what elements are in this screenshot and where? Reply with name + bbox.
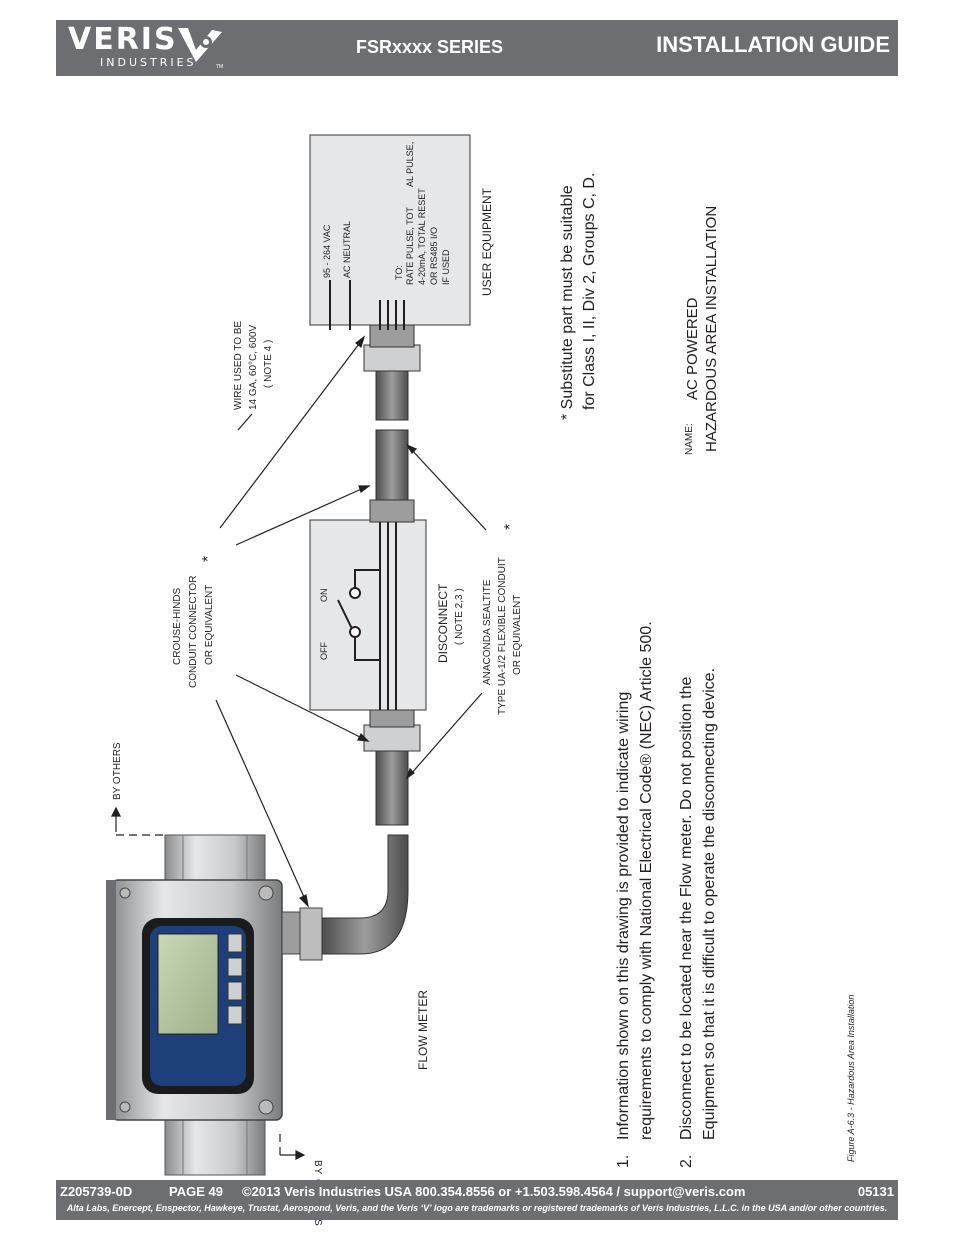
svg-text:BY OTHERS: BY OTHERS [112, 742, 123, 800]
wire-label: WIRE USED TO BE 14 GA, 60°C, 600V ( NOTE… [233, 321, 274, 410]
svg-text:for Class I, II, Div 2, Groups: for Class I, II, Div 2, Groups C, D. [581, 173, 598, 410]
svg-text:ANACONDA SEALTITE: ANACONDA SEALTITE [482, 579, 493, 685]
svg-text:Disconnect to be located near: Disconnect to be located near the Flow m… [678, 677, 695, 1140]
note-1: 1. Information shown on this drawing is … [615, 621, 655, 1168]
svg-text:OR EQUIVALENT: OR EQUIVALENT [512, 595, 523, 675]
svg-text:TO:: TO: [394, 265, 404, 280]
flow-meter [106, 879, 283, 1121]
svg-text:95 - 264 VAC: 95 - 264 VAC [322, 224, 332, 278]
page-title: INSTALLATION GUIDE [656, 32, 890, 57]
svg-text:( NOTE 4 ): ( NOTE 4 ) [263, 340, 274, 388]
svg-text:requirements to comply with Na: requirements to comply with National Ele… [638, 621, 655, 1140]
svg-text:TYPE UA-1/2 FLEXIBLE CONDUIT: TYPE UA-1/2 FLEXIBLE CONDUIT [497, 557, 508, 715]
svg-text:( NOTE 2,3 ): ( NOTE 2,3 ) [454, 588, 465, 645]
svg-text:AL PULSE,: AL PULSE, [405, 142, 415, 187]
veris-v-logo-icon [178, 28, 222, 62]
substitute-note: * Substitute part must be suitable for C… [559, 173, 598, 420]
svg-text:HAZARDOUS AREA INSTALLATION: HAZARDOUS AREA INSTALLATION [703, 206, 720, 452]
user-equipment-box [309, 134, 471, 330]
user-equipment-label: USER EQUIPMENT [480, 187, 494, 296]
svg-text:AC POWERED: AC POWERED [684, 297, 701, 400]
logo-text: VERIS [68, 22, 178, 57]
copyright-text: ©2013 Veris Industries USA 800.354.8556 … [242, 1184, 746, 1199]
header-bar: VERIS INDUSTRIES TM FSRxxxx SERIES INSTA… [56, 20, 898, 76]
svg-text:2.: 2. [678, 1155, 695, 1168]
anaconda-label: ANACONDA SEALTITE TYPE UA-1/2 FLEXIBLE C… [482, 557, 523, 715]
page-number: PAGE 49 [169, 1184, 223, 1199]
user-equipment-terminals: 95 - 264 VAC AC NEUTRAL TO: RATE PULSE, … [322, 142, 451, 285]
svg-text:OR EQUIVALENT: OR EQUIVALENT [204, 585, 215, 665]
svg-text:NAME:: NAME: [684, 423, 695, 455]
leader-lines [111, 335, 487, 1160]
doc-code: 05131 [857, 1184, 894, 1199]
drawing-name: NAME: AC POWERED HAZARDOUS AREA INSTALLA… [684, 206, 720, 455]
figure-caption: Figure A-6.3 - Hazardous Area Installati… [846, 995, 856, 1162]
svg-text:WIRE USED TO BE: WIRE USED TO BE [233, 321, 244, 410]
svg-text:CROUSE-HINDS: CROUSE-HINDS [172, 587, 183, 665]
on-label: ON [319, 589, 329, 603]
svg-text:* Substitute part must be suit: * Substitute part must be suitable [559, 185, 576, 420]
logo-tm: TM [216, 64, 224, 70]
svg-text:Equipment so that it is diffic: Equipment so that it is difficult to ope… [701, 668, 718, 1140]
by-others-top-label: BY OTHERS [112, 742, 123, 800]
conduit-elbow [281, 704, 421, 961]
trademark-text: Alta Labs, Enercept, Enspector, Hawkeye,… [66, 1203, 888, 1213]
asterisk-crouse: * [200, 556, 217, 562]
svg-text:AC NEUTRAL: AC NEUTRAL [342, 221, 352, 278]
off-label: OFF [319, 642, 329, 660]
series-title: FSRxxxx SERIES [356, 37, 504, 57]
svg-text:CONDUIT CONNECTOR: CONDUIT CONNECTOR [188, 576, 199, 688]
svg-text:1.: 1. [615, 1155, 632, 1168]
logo-subtext: INDUSTRIES [100, 56, 197, 69]
svg-text:RATE PULSE, TOT: RATE PULSE, TOT [405, 206, 415, 285]
svg-text:OR RS485 I/O: OR RS485 I/O [429, 227, 439, 285]
svg-text:Information shown on this draw: Information shown on this drawing is pro… [615, 692, 632, 1140]
svg-text:DISCONNECT: DISCONNECT [436, 583, 450, 663]
asterisk-anaconda: * [502, 524, 519, 530]
svg-text:14 GA, 60°C, 600V: 14 GA, 60°C, 600V [248, 325, 259, 410]
svg-text:IF USED: IF USED [441, 249, 451, 285]
crouse-hinds-label: CROUSE-HINDS CONDUIT CONNECTOR OR EQUIVA… [172, 576, 215, 688]
footer-bar: Z205739-0D PAGE 49 ©2013 Veris Industrie… [56, 1180, 898, 1220]
svg-text:4-20mA, TOTAL RESET: 4-20mA, TOTAL RESET [417, 188, 427, 285]
disconnect-box [309, 519, 427, 711]
doc-number: Z205739-0D [60, 1184, 133, 1199]
disconnect-label: DISCONNECT ( NOTE 2,3 ) [436, 583, 465, 663]
flow-meter-label: FLOW METER [416, 990, 430, 1070]
conduit-middle [363, 324, 421, 523]
note-2: 2. Disconnect to be located near the Flo… [678, 668, 718, 1168]
